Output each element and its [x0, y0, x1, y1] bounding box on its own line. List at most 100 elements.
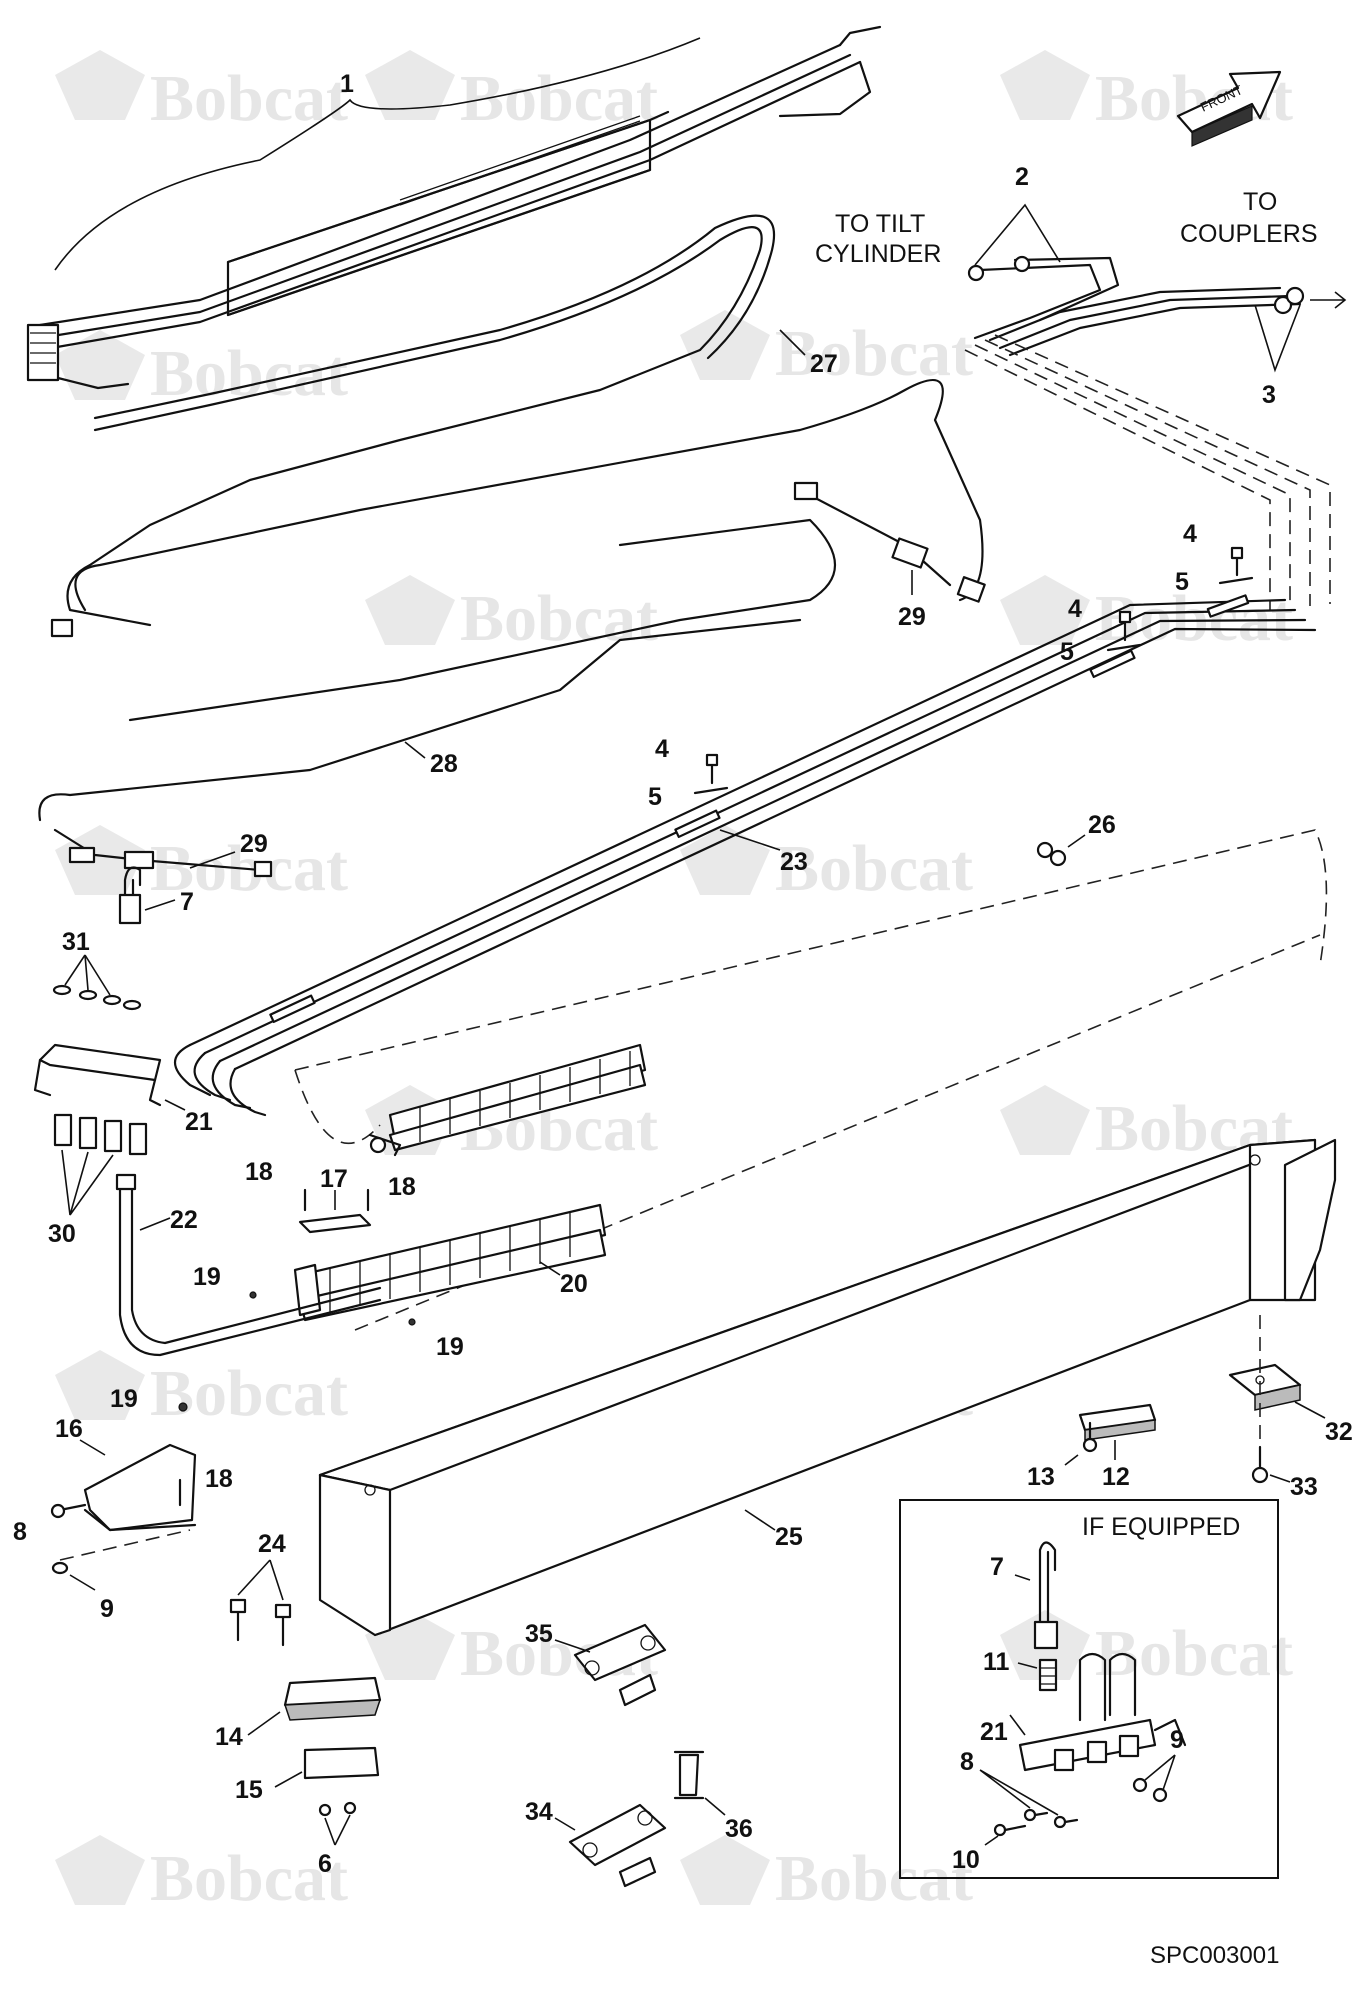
- callout-9-b: 9: [1170, 1726, 1184, 1754]
- channel-25: [318, 1138, 1337, 1637]
- svg-text:Bobcat: Bobcat: [150, 62, 348, 135]
- strap-17: [298, 1213, 372, 1234]
- cable-chain-20: [293, 1203, 607, 1322]
- nut-19-a: [249, 1291, 257, 1299]
- callout-27: 27: [810, 350, 838, 378]
- watermark-layer: Bobcat Bobcat Bobcat Bobcat Bobcat Bobca…: [55, 50, 1293, 1915]
- callout-5-c: 5: [648, 783, 662, 811]
- callout-23: 23: [780, 848, 808, 876]
- callout-26: 26: [1088, 811, 1116, 839]
- callout-18-b: 18: [388, 1173, 416, 1201]
- bracket-21: [33, 1043, 162, 1107]
- watermark-logo: Bobcat: [1000, 1085, 1293, 1165]
- tube-7-optional: [1033, 1541, 1059, 1650]
- tubes-2-3: [967, 255, 1347, 357]
- callout-8-b: 8: [960, 1748, 974, 1776]
- if-equipped-title: IF EQUIPPED: [1082, 1513, 1240, 1541]
- watermark-logo: Bobcat: [55, 50, 348, 135]
- callout-17: 17: [320, 1165, 348, 1193]
- callout-1: 1: [340, 70, 354, 98]
- connector-29-upper: [793, 481, 986, 603]
- callout-4-b: 4: [1068, 595, 1082, 623]
- bolt-8: [50, 1503, 87, 1519]
- callout-5-a: 5: [1175, 568, 1189, 596]
- callout-5-b: 5: [1060, 638, 1074, 666]
- if-equipped-panel: IF EQUIPPED 7 11 21: [899, 1499, 1279, 1879]
- callout-30: 30: [48, 1220, 76, 1248]
- callout-8: 8: [13, 1518, 27, 1546]
- watermark-logo: Bobcat: [1000, 575, 1293, 655]
- watermark-logo: Bobcat: [55, 330, 348, 410]
- svg-text:Bobcat: Bobcat: [775, 317, 973, 390]
- callout-7-b: 7: [990, 1553, 1004, 1581]
- callout-31: 31: [62, 928, 90, 956]
- callout-34: 34: [525, 1798, 553, 1826]
- hose-28: [38, 379, 984, 822]
- callout-11: 11: [983, 1648, 1010, 1676]
- chain-link-34: [568, 1803, 667, 1888]
- callout-15: 15: [235, 1776, 263, 1804]
- callout-9: 9: [100, 1595, 114, 1623]
- callout-36: 36: [725, 1815, 753, 1843]
- note-couplers-2: COUPLERS: [1180, 220, 1318, 248]
- callout-1-bracket: [54, 37, 701, 271]
- svg-text:Bobcat: Bobcat: [460, 62, 658, 135]
- callout-19-b: 19: [436, 1333, 464, 1361]
- front-arrow-icon: FRONT: [1176, 70, 1282, 147]
- watermark-logo: Bobcat: [680, 825, 973, 905]
- upper-channel-harness: [26, 25, 882, 390]
- screws-8-optional: [1023, 1808, 1079, 1829]
- bolt-10: [993, 1823, 1027, 1837]
- nut-19-b: [408, 1318, 416, 1326]
- screw-13: [1082, 1421, 1098, 1453]
- callout-19-a: 19: [193, 1263, 221, 1291]
- bracket-21-optional: [1018, 1652, 1187, 1772]
- callout-25: 25: [775, 1523, 803, 1551]
- callout-24: 24: [258, 1530, 286, 1558]
- callout-29-b: 29: [240, 830, 268, 858]
- cable-chain-upper: [368, 1043, 647, 1157]
- callout-4-a: 4: [1183, 520, 1197, 548]
- callout-29-a: 29: [898, 603, 926, 631]
- svg-text:Bobcat: Bobcat: [150, 1357, 348, 1430]
- callout-6: 6: [318, 1850, 332, 1878]
- callout-14: 14: [215, 1723, 243, 1751]
- tube-bundle-23: [173, 594, 1317, 1117]
- block-14: [283, 1676, 382, 1721]
- screws-6: [318, 1801, 357, 1817]
- callout-4-c: 4: [655, 735, 669, 763]
- svg-text:Bobcat: Bobcat: [150, 337, 348, 410]
- nut-19-c: [178, 1402, 188, 1412]
- watermark-logo: Bobcat: [680, 1835, 973, 1915]
- drawing-id: SPC003001: [1150, 1942, 1279, 1969]
- nuts-9-optional: [1132, 1777, 1168, 1803]
- callout-18-a: 18: [245, 1158, 273, 1186]
- svg-text:Bobcat: Bobcat: [1095, 1617, 1293, 1690]
- clip-36: [673, 1750, 705, 1800]
- svg-text:Bobcat: Bobcat: [775, 832, 973, 905]
- fittings-30: [53, 1113, 148, 1156]
- nut-9: [51, 1561, 69, 1575]
- callout-20: 20: [560, 1270, 588, 1298]
- callout-22: 22: [170, 1206, 198, 1234]
- callout-21-b: 21: [980, 1718, 1008, 1746]
- callout-10: 10: [952, 1846, 980, 1874]
- bolt-4-washer-5-b: [1106, 610, 1142, 652]
- note-couplers-1: TO: [1243, 188, 1277, 216]
- pad-32: [1228, 1363, 1302, 1411]
- bolt-4-washer-5-a: [1218, 546, 1254, 585]
- tube-7: [118, 866, 142, 925]
- callout-18-c: 18: [205, 1465, 233, 1493]
- tube-22: [115, 1173, 382, 1357]
- fitting-11: [1038, 1658, 1058, 1692]
- callout-13: 13: [1027, 1463, 1055, 1491]
- note-tilt-cylinder-2: CYLINDER: [815, 240, 941, 268]
- callout-3: 3: [1262, 381, 1276, 409]
- bolt-33: [1251, 1445, 1269, 1484]
- callout-7: 7: [180, 888, 194, 916]
- callout-12: 12: [1102, 1463, 1130, 1491]
- callout-32: 32: [1325, 1418, 1353, 1446]
- svg-text:Bobcat: Bobcat: [150, 1842, 348, 1915]
- watermark-logo: Bobcat: [55, 1350, 348, 1430]
